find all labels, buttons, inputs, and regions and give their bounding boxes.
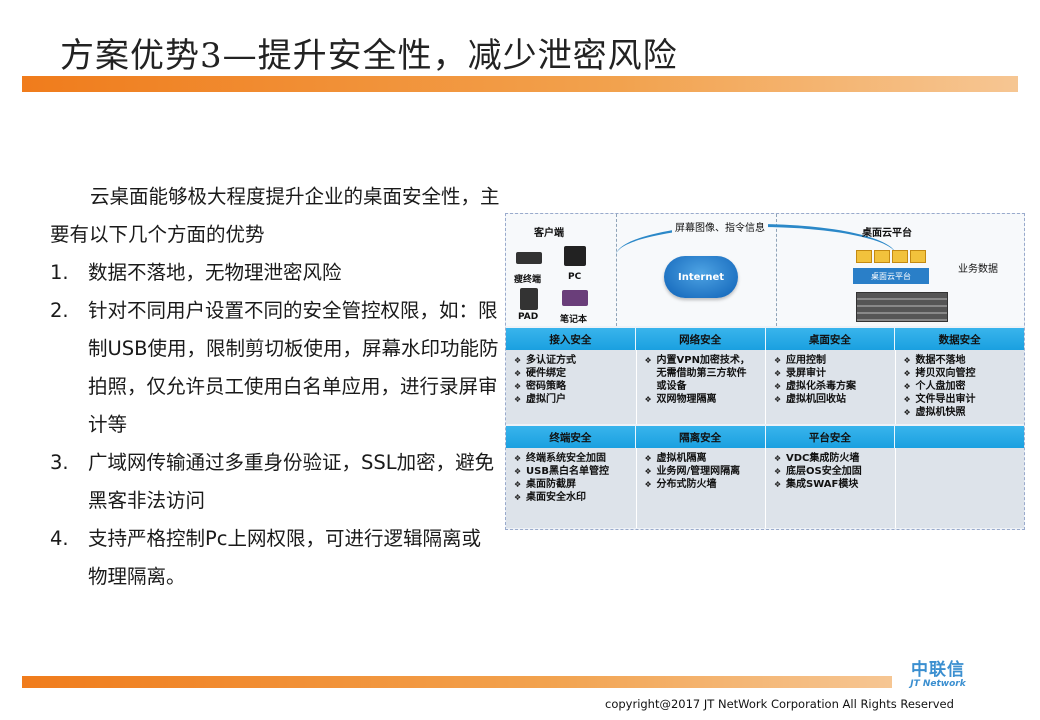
logo-chinese-text: 中联信 xyxy=(911,660,965,680)
security-row-2: 终端系统安全加固 USB黑白名单管控 桌面防截屏 桌面安全水印 虚拟机隔离 业务… xyxy=(506,448,1024,528)
list-text: 针对不同用户设置不同的安全管控权限，如：限制USB使用，限制剪切板使用，屏幕水印… xyxy=(88,299,499,436)
logo-english-text: JT Network xyxy=(910,679,966,689)
list-item: 3. 广域网传输通过多重身份验证，SSL加密，避免黑客非法访问 xyxy=(50,444,500,520)
server-rack-icon xyxy=(856,292,948,322)
feature-item: 终端系统安全加固 xyxy=(514,452,636,465)
header-terminal-security: 终端安全 xyxy=(549,431,592,444)
header-desktop-security: 桌面安全 xyxy=(764,328,895,350)
header-data-security: 数据安全 xyxy=(894,328,1024,350)
laptop-label: 笔记本 xyxy=(560,315,588,325)
platform-label: 桌面云平台 xyxy=(862,228,912,239)
access-security-list: 多认证方式 硬件绑定 密码策略 虚拟门户 xyxy=(506,350,636,424)
feature-item: 虚拟门户 xyxy=(514,393,636,406)
terminal-security-list: 终端系统安全加固 USB黑白名单管控 桌面防截屏 桌面安全水印 xyxy=(506,448,636,528)
desktop-security-list: 应用控制 录屏审计 虚拟化杀毒方案 虚拟机回收站 xyxy=(765,350,895,424)
business-data-label: 业务数据 xyxy=(958,264,998,275)
footer-bar xyxy=(22,676,892,688)
feature-item: 虚拟机隔离 xyxy=(645,452,766,465)
security-header-band: 接入安全 网络安全 桌面安全 数据安全 xyxy=(506,328,1024,350)
windows-icon xyxy=(856,250,872,263)
feature-item: 桌面防截屏 xyxy=(514,478,636,491)
pad-label: PAD xyxy=(518,312,539,322)
feature-item: VDC集成防火墙 xyxy=(774,452,895,465)
security-architecture-diagram: 客户端 瘦终端 PC PAD 笔记本 屏幕图像、指令信息 Internet 桌面… xyxy=(505,213,1025,530)
internet-cloud-icon: Internet xyxy=(664,256,738,298)
slide-title: 方案优势3—提升安全性，减少泄密风险 xyxy=(60,36,678,76)
body-text: 云桌面能够极大程度提升企业的桌面安全性，主要有以下几个方面的优势 1. 数据不落… xyxy=(50,178,500,596)
thin-client-icon xyxy=(516,252,542,264)
feature-item: 或设备 xyxy=(656,381,687,392)
list-number: 4. xyxy=(50,527,69,550)
feature-item: 底层OS安全加固 xyxy=(774,465,895,478)
feature-item: 硬件绑定 xyxy=(514,367,636,380)
data-security-list: 数据不落地 拷贝双向管控 个人盘加密 文件导出审计 虚拟机快照 xyxy=(894,350,1025,424)
windows-icon xyxy=(910,250,926,263)
list-number: 2. xyxy=(50,299,69,322)
header-access-security: 接入安全 xyxy=(549,333,592,346)
pc-icon xyxy=(564,246,586,266)
header-empty xyxy=(894,426,1024,448)
feature-item: 文件导出审计 xyxy=(904,393,1025,406)
feature-item: 业务网/管理网隔离 xyxy=(645,465,766,478)
title-underline-bar xyxy=(22,76,1018,92)
arc-label: 屏幕图像、指令信息 xyxy=(672,219,768,234)
list-number: 3. xyxy=(50,451,69,474)
feature-item: 虚拟机回收站 xyxy=(774,393,895,406)
feature-item: 拷贝双向管控 xyxy=(904,367,1025,380)
isolation-security-list: 虚拟机隔离 业务网/管理网隔离 分布式防火墙 xyxy=(635,448,766,528)
empty-column xyxy=(894,448,1024,528)
feature-item: 无需借助第三方软件 xyxy=(656,368,747,379)
feature-item: 数据不落地 xyxy=(904,354,1025,367)
feature-item: 录屏审计 xyxy=(774,367,895,380)
feature-item: 双网物理隔离 xyxy=(645,393,766,406)
security-header-band-2: 终端安全 隔离安全 平台安全 xyxy=(506,426,1024,448)
diagram-top-section: 客户端 瘦终端 PC PAD 笔记本 屏幕图像、指令信息 Internet 桌面… xyxy=(506,214,1024,326)
feature-item: 多认证方式 xyxy=(514,354,636,367)
list-text: 数据不落地，无物理泄密风险 xyxy=(88,261,342,284)
list-item: 2. 针对不同用户设置不同的安全管控权限，如：限制USB使用，限制剪切板使用，屏… xyxy=(50,292,500,444)
list-text: 支持严格控制Pc上网权限，可进行逻辑隔离或物理隔离。 xyxy=(88,527,481,588)
windows-icon xyxy=(892,250,908,263)
list-item: 1. 数据不落地，无物理泄密风险 xyxy=(50,254,500,292)
company-logo: 中联信 JT Network xyxy=(896,661,980,689)
list-item: 4. 支持严格控制Pc上网权限，可进行逻辑隔离或物理隔离。 xyxy=(50,520,500,596)
pad-icon xyxy=(520,288,538,310)
laptop-icon xyxy=(562,290,588,306)
feature-item: 个人盘加密 xyxy=(904,380,1025,393)
feature-item: 桌面安全水印 xyxy=(514,491,636,504)
feature-item: 虚拟机快照 xyxy=(904,406,1025,419)
feature-item: 内置VPN加密技术， xyxy=(645,354,766,367)
platform-security-list: VDC集成防火墙 底层OS安全加固 集成SWAF模块 xyxy=(765,448,895,528)
feature-item: 集成SWAF模块 xyxy=(774,478,895,491)
header-isolation-security: 隔离安全 xyxy=(634,426,765,448)
network-security-list: 内置VPN加密技术， 无需借助第三方软件 或设备 双网物理隔离 xyxy=(635,350,766,424)
pc-label: PC xyxy=(568,272,582,282)
list-number: 1. xyxy=(50,261,69,284)
thin-client-label: 瘦终端 xyxy=(514,275,542,285)
platform-box: 桌面云平台 xyxy=(853,268,929,284)
header-network-security: 网络安全 xyxy=(634,328,765,350)
feature-item: 应用控制 xyxy=(774,354,895,367)
intro-paragraph: 云桌面能够极大程度提升企业的桌面安全性，主要有以下几个方面的优势 xyxy=(50,185,500,246)
feature-item: USB黑白名单管控 xyxy=(514,465,636,478)
feature-item: 密码策略 xyxy=(514,380,636,393)
feature-item: 虚拟化杀毒方案 xyxy=(774,380,895,393)
header-platform-security: 平台安全 xyxy=(764,426,895,448)
feature-item: 分布式防火墙 xyxy=(645,478,766,491)
list-text: 广域网传输通过多重身份验证，SSL加密，避免黑客非法访问 xyxy=(88,451,495,512)
security-row-1: 多认证方式 硬件绑定 密码策略 虚拟门户 内置VPN加密技术， 无需借助第三方软… xyxy=(506,350,1024,424)
client-label: 客户端 xyxy=(534,228,564,239)
windows-icon xyxy=(874,250,890,263)
copyright-text: copyright@2017 JT NetWork Corporation Al… xyxy=(605,697,954,711)
